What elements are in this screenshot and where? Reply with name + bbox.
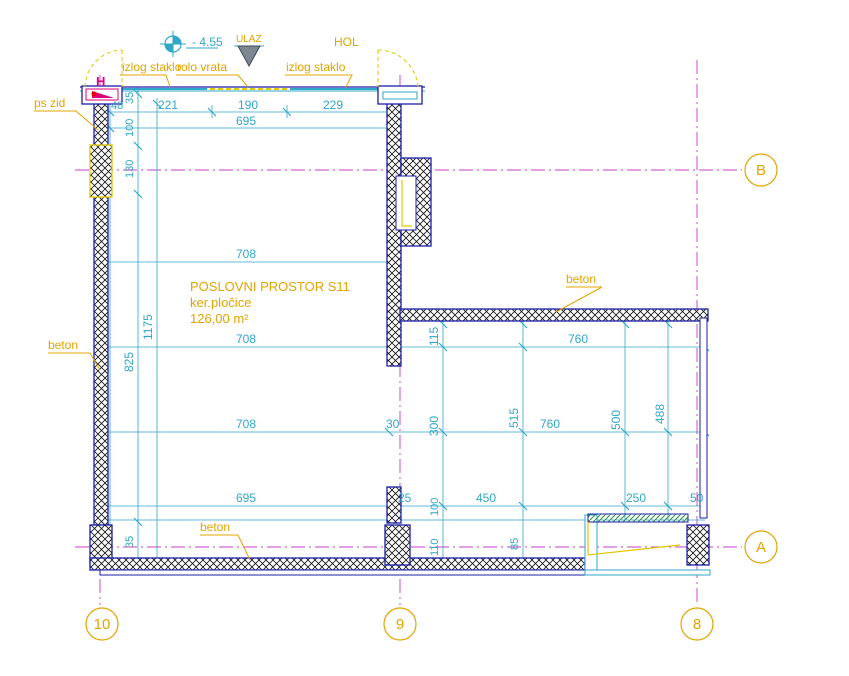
dim-left-1175: 1175: [141, 314, 155, 340]
dim-left-825: 825: [122, 352, 136, 372]
dim-v-85: 85: [509, 538, 521, 550]
hall-label: HOL: [334, 35, 359, 49]
entrance-label: ULAZ: [236, 34, 262, 45]
dim-v-110: 110: [429, 538, 441, 556]
dim-top-35: 35: [124, 92, 136, 104]
dim-bot-25: 25: [398, 491, 412, 505]
dim-left-100: 100: [124, 119, 136, 137]
svg-text:A: A: [756, 539, 766, 556]
partition-wall-label: ps zid: [34, 96, 65, 110]
grid-bubble-9: 9: [383, 607, 417, 641]
dim-bot-450: 450: [476, 491, 496, 505]
room-area: 126,00 m²: [190, 311, 249, 326]
hydrant-label: H: [96, 74, 105, 89]
facade: [80, 49, 425, 105]
dim-top-695: 695: [236, 114, 256, 128]
svg-text:10: 10: [94, 616, 111, 633]
dim-mid-30: 30: [386, 417, 400, 431]
dim-right-760-a: 760: [568, 332, 588, 346]
dimension-lines: [95, 87, 705, 573]
dim-left-130: 130: [124, 160, 136, 178]
dim-top-48: 48: [111, 100, 123, 112]
svg-text:B: B: [756, 162, 766, 179]
svg-text:9: 9: [396, 616, 404, 633]
grid-bubble-b: B: [744, 153, 778, 187]
level-marker-icon: [160, 31, 218, 57]
entrance-marker-icon: [234, 45, 264, 68]
roller-door-label: rolo vrata: [177, 60, 227, 74]
shop-glass-right-label: izlog staklo: [286, 60, 346, 74]
level-value: - 4.55: [192, 35, 223, 49]
grid-bubble-a: A: [744, 530, 778, 564]
dim-bot-250: 250: [626, 491, 646, 505]
svg-text:8: 8: [693, 616, 701, 633]
dim-mid-708-c: 708: [236, 417, 256, 431]
grid-bubble-8: 8: [680, 607, 714, 641]
dim-right-760-b: 760: [540, 417, 560, 431]
dim-mid-708-b: 708: [236, 332, 256, 346]
dim-v-300: 300: [427, 416, 441, 436]
label-leaders: [34, 74, 603, 561]
concrete-bottom-label: beton: [200, 520, 230, 534]
room-name: POSLOVNI PROSTOR S11: [190, 279, 350, 294]
grid-bubble-10: 10: [85, 607, 119, 641]
walls: [89, 94, 711, 576]
dim-v-115: 115: [427, 327, 441, 346]
concrete-right-label: beton: [566, 272, 596, 286]
concrete-left-label: beton: [48, 338, 78, 352]
dim-v-500: 500: [609, 410, 623, 430]
dim-mid-708-a: 708: [236, 247, 256, 261]
dim-v-488: 488: [653, 404, 667, 424]
dim-top-221: 221: [158, 98, 178, 112]
dim-v-100: 100: [429, 498, 441, 516]
dim-left-35: 35: [124, 536, 136, 548]
dim-v-515: 515: [507, 408, 521, 428]
shop-glass-left-label: izlog staklo: [122, 60, 182, 74]
dim-bot-50: 50: [690, 491, 704, 505]
dim-top-190: 190: [238, 98, 258, 112]
grid-axis-lines: [75, 60, 742, 605]
dim-top-229: 229: [323, 98, 343, 112]
dim-bot-695: 695: [236, 491, 256, 505]
room-floor: ker.pločice: [190, 295, 251, 310]
